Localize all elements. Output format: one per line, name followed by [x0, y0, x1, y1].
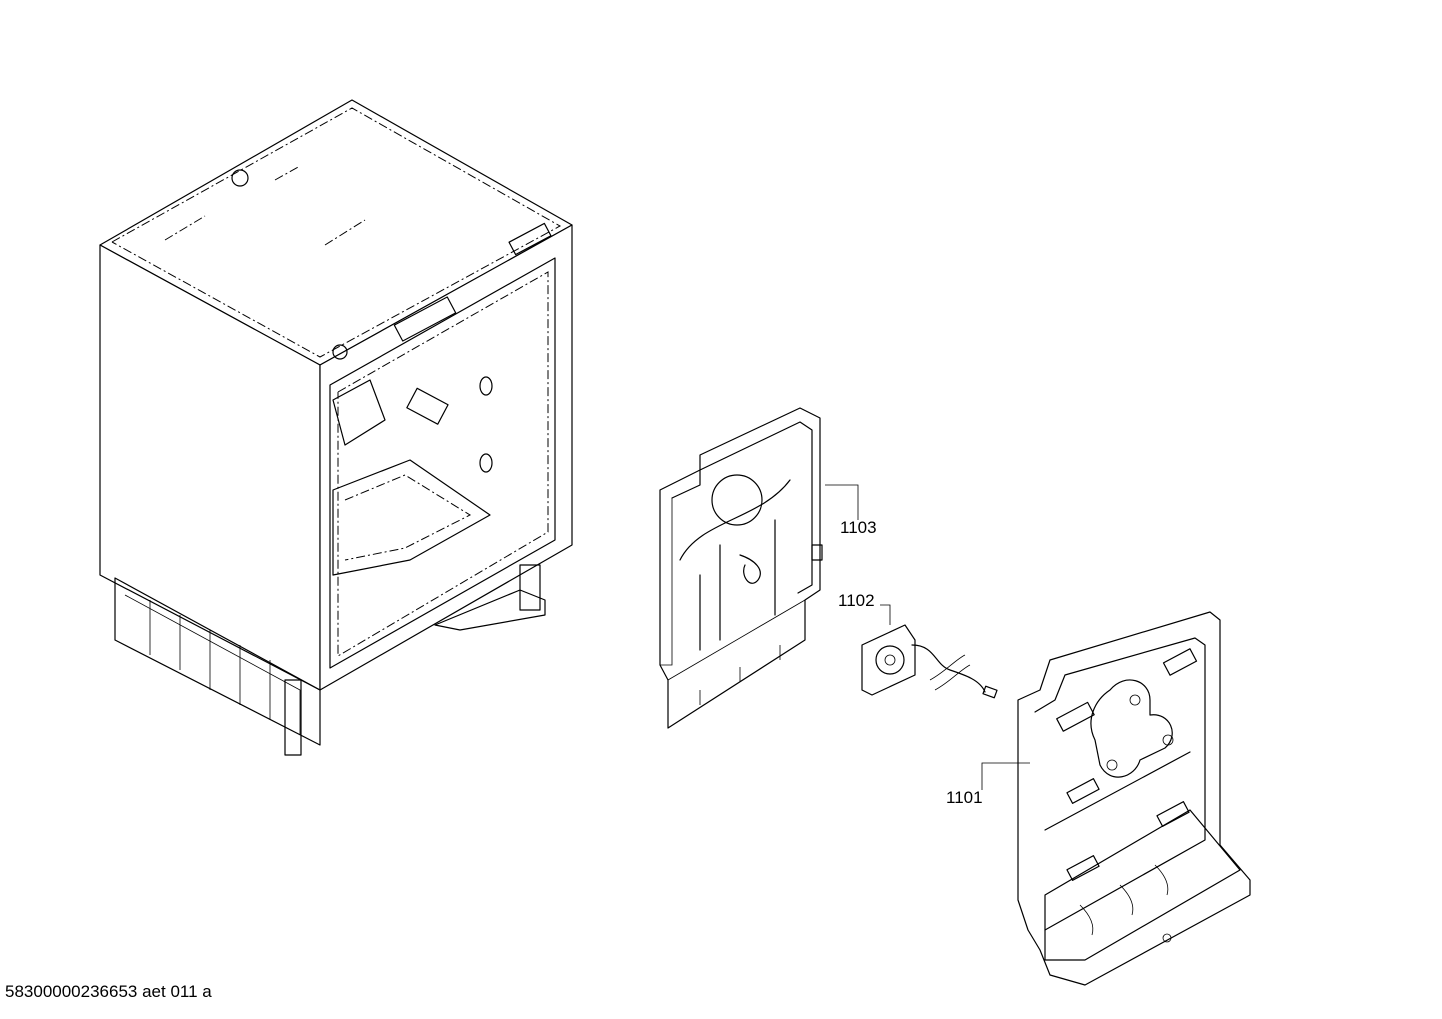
callout-1102: 1102: [838, 591, 875, 610]
cover-panel-part: [981, 611, 1251, 986]
callout-1101: 1101: [946, 788, 983, 807]
rear-panel-part: [659, 407, 859, 729]
fan-motor-part: [861, 604, 998, 699]
appliance-housing: [99, 99, 573, 756]
callout-1103: 1103: [840, 518, 877, 537]
document-reference: 58300000236653 aet 011 a: [5, 982, 212, 1001]
